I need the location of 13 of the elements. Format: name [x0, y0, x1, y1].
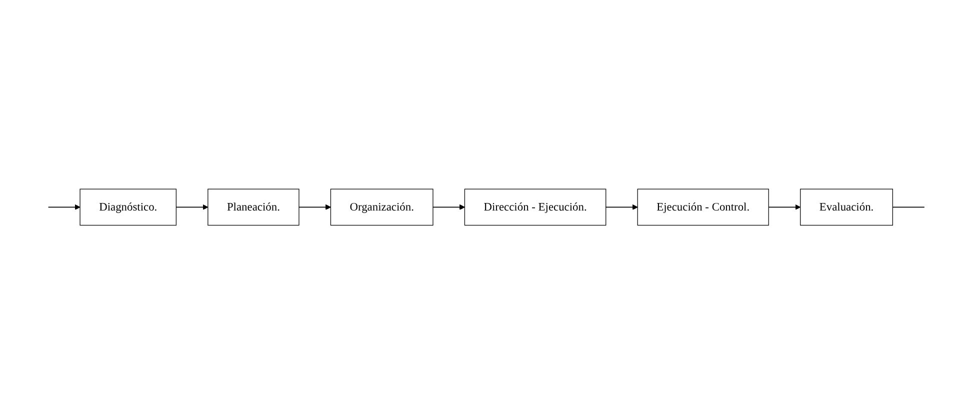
arrow: [768, 204, 801, 210]
arrow: [176, 204, 208, 210]
arrow: [48, 204, 80, 210]
connector: [892, 206, 926, 208]
node-box: Ejecución - Control.: [637, 188, 770, 226]
arrow: [606, 204, 638, 210]
node-box: Organización.: [330, 188, 434, 226]
arrow: [298, 204, 332, 210]
arrow: [432, 204, 466, 210]
node-box: Evaluación.: [800, 188, 894, 226]
node-box: Dirección - Ejecución.: [464, 188, 606, 226]
node-box: Diagnóstico.: [80, 188, 177, 226]
node-box: Planeación.: [208, 188, 300, 226]
